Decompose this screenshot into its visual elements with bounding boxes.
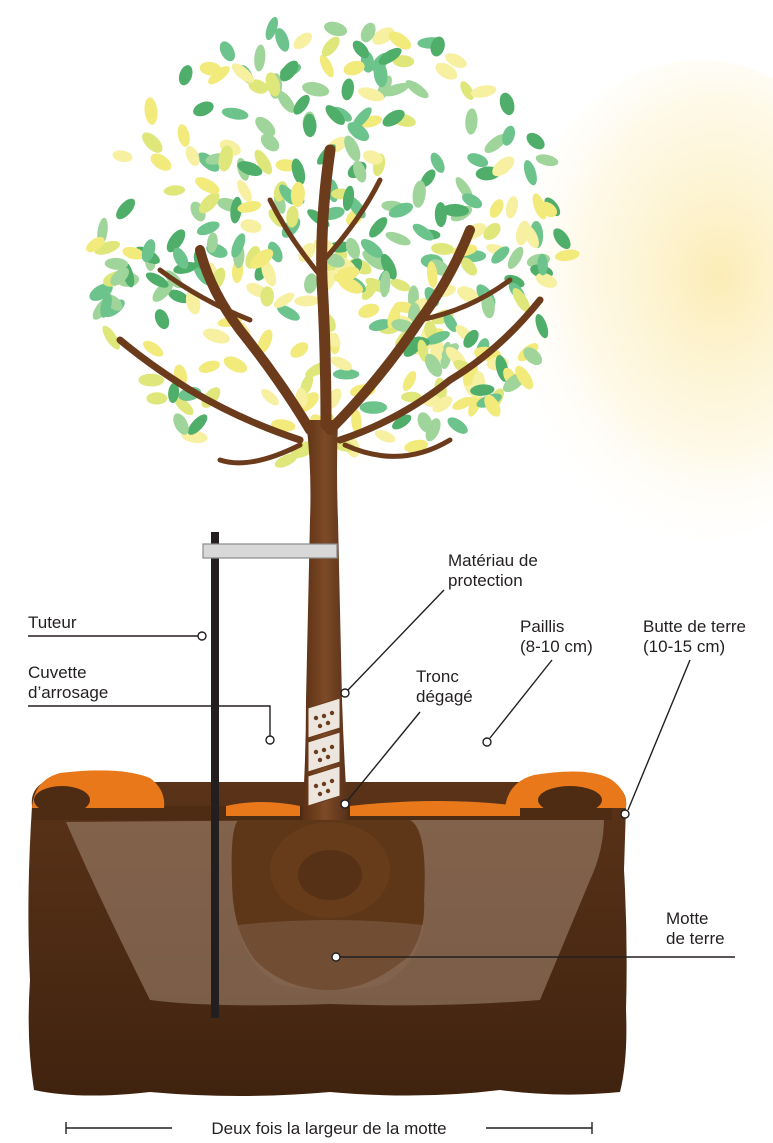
leaf bbox=[176, 63, 194, 87]
leaf bbox=[504, 195, 520, 219]
label-tuteur: Tuteur bbox=[28, 613, 77, 632]
leaf bbox=[435, 202, 447, 227]
label-materiau-line2: protection bbox=[448, 571, 523, 590]
leaf bbox=[176, 123, 192, 148]
leaf bbox=[197, 358, 221, 375]
leaf bbox=[195, 219, 221, 238]
trunk-protection-wrap bbox=[308, 698, 340, 806]
label-tronc-line2: dégagé bbox=[416, 687, 473, 706]
leaf bbox=[340, 78, 355, 101]
leaf bbox=[221, 353, 250, 376]
leaf bbox=[253, 44, 266, 72]
leaf bbox=[403, 77, 431, 101]
leaf bbox=[445, 414, 471, 437]
soil-berm-left bbox=[32, 770, 164, 814]
leaf bbox=[373, 427, 397, 445]
leaf bbox=[113, 195, 139, 222]
sun-glow bbox=[510, 60, 773, 540]
leaf bbox=[470, 83, 498, 100]
leaf bbox=[317, 53, 337, 79]
label-motte-line2: de terre bbox=[666, 929, 725, 948]
label-motte-line1: Motte bbox=[666, 909, 709, 928]
leaf bbox=[112, 149, 134, 164]
leaf bbox=[191, 99, 216, 120]
leaf bbox=[294, 295, 320, 307]
leaf bbox=[290, 29, 315, 52]
soil-berm-right bbox=[505, 771, 626, 814]
label-butte-line2: (10-15 cm) bbox=[643, 637, 725, 656]
label-tronc-line1: Tronc bbox=[416, 667, 459, 686]
leaf bbox=[163, 184, 185, 196]
leaf bbox=[146, 392, 167, 404]
leaf bbox=[497, 91, 517, 117]
leaf bbox=[152, 307, 172, 331]
leaf bbox=[217, 39, 239, 64]
leaf bbox=[201, 326, 231, 347]
leaf bbox=[384, 229, 412, 248]
leaf bbox=[239, 217, 263, 234]
leaf bbox=[400, 369, 419, 393]
leaf bbox=[431, 242, 455, 256]
leaf bbox=[322, 19, 348, 38]
leaf bbox=[523, 130, 547, 153]
leaf bbox=[221, 106, 250, 122]
label-cuvette-line2: d’arrosage bbox=[28, 683, 108, 702]
label-paillis-line1: Paillis bbox=[520, 617, 564, 636]
leaf bbox=[138, 373, 164, 386]
leaf bbox=[465, 108, 479, 135]
soil-cross-section bbox=[28, 782, 626, 1096]
label-cuvette-line1: Cuvette bbox=[28, 663, 87, 682]
stake-tie bbox=[203, 544, 337, 558]
leaf bbox=[143, 97, 159, 126]
leaf bbox=[229, 60, 257, 86]
label-materiau-line1: Matériau de bbox=[448, 551, 538, 570]
leaf bbox=[360, 401, 388, 414]
label-butte-line1: Butte de terre bbox=[643, 617, 746, 636]
leaf bbox=[147, 150, 174, 174]
leaf bbox=[356, 301, 381, 320]
label-width-note: Deux fois la largeur de la motte bbox=[211, 1119, 446, 1138]
leaf bbox=[487, 197, 507, 220]
label-paillis-line2: (8-10 cm) bbox=[520, 637, 593, 656]
leaf bbox=[287, 339, 311, 361]
tree-canopy bbox=[83, 15, 580, 470]
leaf bbox=[139, 129, 167, 157]
leaf bbox=[228, 231, 248, 259]
